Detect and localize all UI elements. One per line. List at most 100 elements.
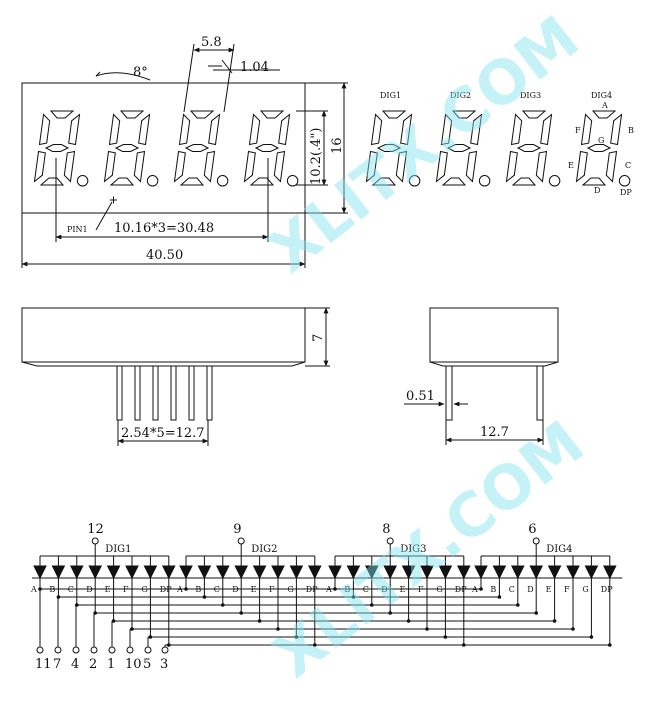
anode-label-4-4: D — [527, 585, 533, 594]
diode-3-5 — [401, 565, 416, 580]
anode-label-3-7: G — [436, 585, 442, 594]
legend-digit-4-segment-a — [591, 110, 617, 119]
diode-2-5 — [252, 565, 267, 580]
anode-label-2-5: E — [251, 585, 257, 594]
legend-digit-3-segment-a — [521, 110, 547, 119]
internal-circuit-schematic — [32, 537, 623, 654]
bottom-pin-number-2: 7 — [53, 657, 61, 672]
diode-2-2 — [197, 565, 212, 580]
anode-label-4-1: A — [471, 585, 478, 594]
front-digit-2-segment-e — [103, 150, 116, 183]
diode-3-7 — [438, 565, 453, 580]
legend-digit-2-segment-a — [451, 110, 477, 119]
anode-label-3-1: A — [325, 585, 332, 594]
front-digit-3-segment-c — [203, 150, 216, 183]
anode-label-3-8: DP — [455, 585, 467, 594]
segment-d-label: D — [594, 186, 600, 195]
anode-label-1-8: DP — [160, 585, 172, 594]
front-digit-4-dp — [286, 175, 299, 187]
common-pin-terminal-2 — [237, 537, 245, 545]
diode-4-2 — [492, 565, 507, 580]
digit-width-label: 5.8 — [201, 35, 222, 50]
depth-label: 7 — [311, 334, 326, 342]
legend-digit-4-segment-e — [575, 150, 588, 183]
front-digit-3-segment-f — [178, 113, 191, 146]
front-digit-4-segment-b — [278, 113, 291, 146]
anode-label-4-6: F — [564, 585, 570, 594]
front-view — [21, 82, 306, 214]
anode-label-3-2: B — [344, 585, 350, 594]
diode-1-8 — [161, 565, 176, 580]
diode-4-4 — [529, 565, 544, 580]
legend-digit-1-segment-d — [371, 177, 397, 186]
diode-1-4 — [88, 565, 103, 580]
bottom-pin-terminal-6 — [126, 646, 134, 654]
anode-label-1-5: E — [105, 585, 111, 594]
bottom-pin-terminal-4 — [90, 646, 98, 654]
legend-digit-1-segment-c — [395, 150, 408, 183]
legend-digit-3-segment-d — [511, 177, 537, 186]
bottom-pin-terminal-1 — [36, 646, 44, 654]
schematic-dig-label-2: DIG2 — [251, 544, 277, 555]
row-spacing-label: 12.7 — [480, 425, 509, 440]
legend-digit-3-dp — [548, 175, 561, 187]
front-digit-3-dp — [216, 175, 229, 187]
diode-2-7 — [289, 565, 304, 580]
side-pin-4 — [170, 365, 177, 421]
pin-diameter-label: 0.51 — [406, 389, 435, 404]
side-pin-5 — [188, 365, 195, 421]
front-digit-1-segment-a — [49, 110, 75, 119]
total-width-dimension — [21, 213, 306, 268]
legend-digit-1-segment-b — [400, 113, 413, 146]
side-pin-1 — [116, 365, 123, 421]
common-pin-terminal-4 — [532, 537, 540, 545]
legend-digit-2-segment-c — [465, 150, 478, 183]
anode-label-1-2: B — [49, 585, 55, 594]
legend-digit-2-segment-f — [440, 113, 453, 146]
anode-label-1-3: C — [68, 585, 74, 594]
bottom-pin-terminal-3 — [72, 646, 80, 654]
front-digit-3-segment-a — [189, 110, 215, 119]
front-digit-2-segment-d — [109, 177, 135, 186]
anode-label-4-5: E — [546, 585, 552, 594]
segment-width-label: 1.04 — [240, 60, 269, 75]
front-digit-4-segment-d — [249, 177, 275, 186]
bottom-pin-number-3: 4 — [71, 657, 79, 672]
front-digit-1-segment-e — [33, 150, 46, 183]
anode-label-3-6: F — [418, 585, 424, 594]
anode-label-2-7: G — [287, 585, 293, 594]
bottom-pin-terminal-7 — [144, 646, 152, 654]
diode-3-2 — [346, 565, 361, 580]
end-view — [404, 307, 559, 445]
legend-digit-1-segment-a — [381, 110, 407, 119]
bottom-pin-number-6: 10 — [125, 657, 142, 672]
front-digit-1-segment-d — [39, 177, 65, 186]
legend-digit-2-segment-g — [446, 144, 472, 152]
slant-angle-label: 8° — [133, 65, 148, 80]
diode-2-1 — [179, 565, 193, 580]
segment-f-label: F — [575, 126, 581, 135]
legend-digits — [365, 110, 631, 187]
common-pin-number-2: 9 — [233, 522, 241, 537]
anode-label-4-8: DP — [601, 585, 613, 594]
segment-c-label: C — [625, 161, 631, 170]
diode-1-2 — [51, 565, 66, 580]
legend-digit-2-dp — [478, 175, 491, 187]
front-digit-2-segment-g — [114, 144, 140, 152]
front-body-outline — [21, 82, 306, 214]
dig3-label: DIG3 — [520, 91, 541, 100]
front-digit-4-segment-e — [243, 150, 256, 183]
anode-label-2-3: C — [214, 585, 220, 594]
legend-digit-1-dp — [408, 175, 421, 187]
diode-3-6 — [420, 565, 434, 580]
digit-width-dimension — [183, 43, 235, 113]
total-height-label: 16 — [330, 137, 345, 154]
legend-digit-2-segment-b — [470, 113, 483, 146]
front-digit-1-segment-c — [63, 150, 76, 183]
anode-label-1-1: A — [30, 585, 37, 594]
front-digit-2-segment-c — [133, 150, 146, 183]
schematic-dig-label-4: DIG4 — [546, 544, 572, 555]
diode-4-7 — [584, 565, 599, 580]
segment-b-label: B — [628, 126, 634, 135]
legend-digit-3-segment-g — [516, 144, 542, 152]
